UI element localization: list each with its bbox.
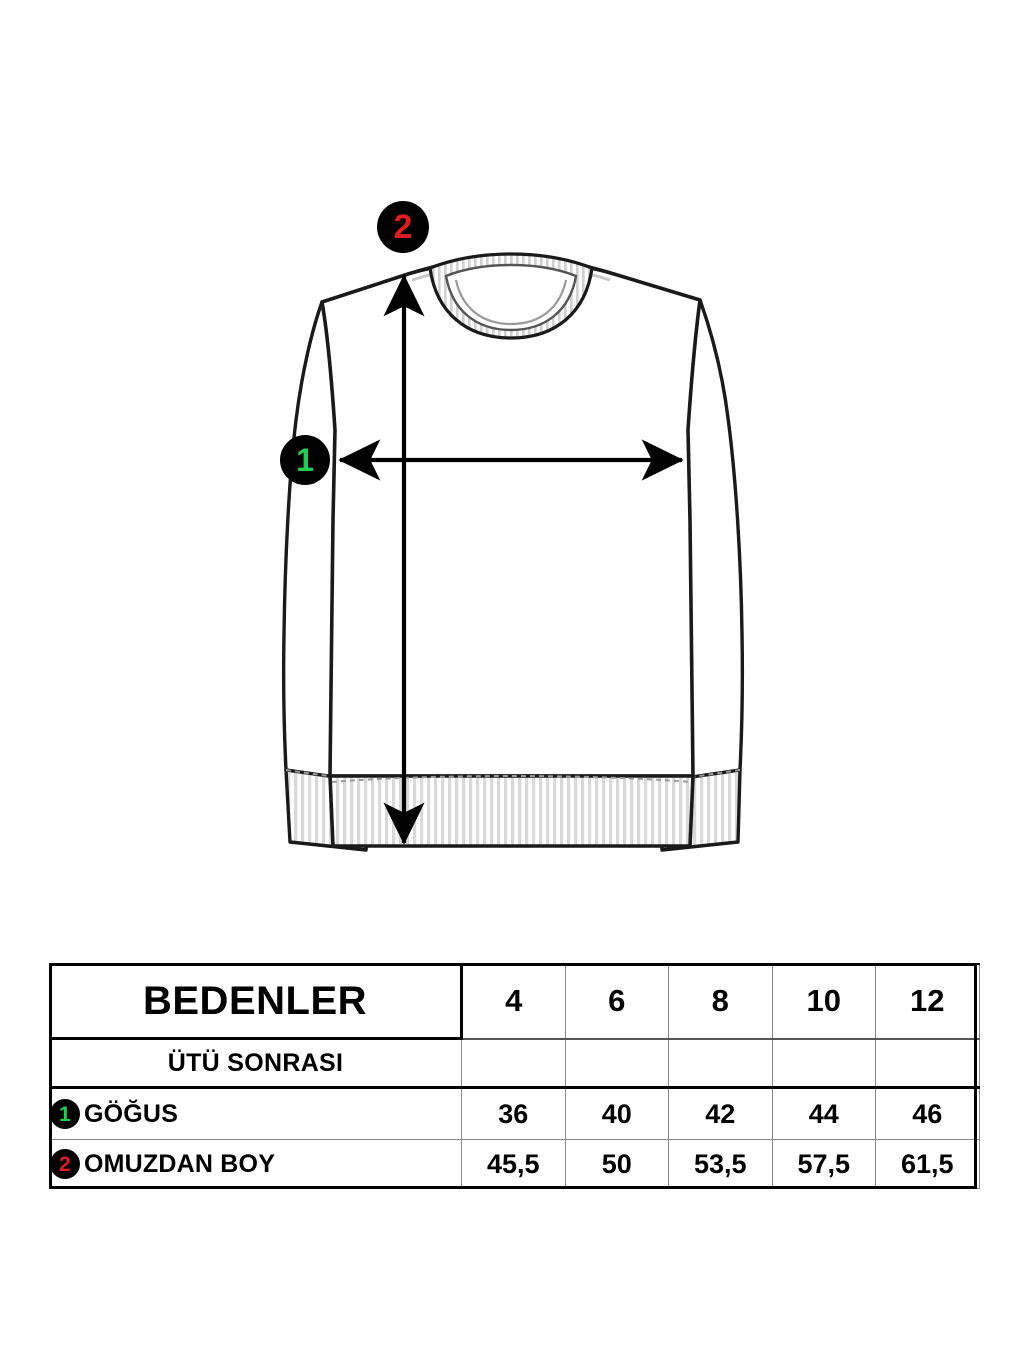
table-row: 2 OMUZDAN BOY 45,5 50 53,5 57,5 61,5 — [49, 1139, 980, 1189]
size-header-cell: 4 — [461, 963, 566, 1040]
table-row: 1 GÖĞUS 36 40 42 44 46 — [49, 1087, 980, 1140]
subtitle-empty-cell — [668, 1038, 773, 1089]
bottom-hem — [328, 774, 695, 848]
size-header-cell: 6 — [564, 963, 669, 1040]
subtitle-empty-cell — [564, 1038, 669, 1089]
measure-value-cell: 42 — [668, 1087, 773, 1140]
size-header-cell: 12 — [875, 963, 980, 1040]
subtitle-empty-cell — [461, 1038, 566, 1089]
badge-1-icon: 1 — [50, 1099, 80, 1129]
measure-value-cell: 44 — [771, 1087, 876, 1140]
table-subtitle-row: ÜTÜ SONRASI — [49, 1038, 980, 1089]
measure-name: GÖĞUS — [84, 1099, 179, 1128]
measure-value-cell: 57,5 — [771, 1139, 876, 1189]
measure-name: OMUZDAN BOY — [84, 1149, 276, 1178]
garment-illustration: 1 2 — [280, 201, 745, 852]
measurement-arrows — [338, 274, 684, 845]
table-header-row: BEDENLER 4 6 8 10 12 — [49, 963, 980, 1040]
measure-label-cell-length: 2 OMUZDAN BOY — [49, 1139, 462, 1189]
measure-value-cell: 53,5 — [668, 1139, 773, 1189]
size-header-cell: 10 — [771, 963, 876, 1040]
header-label-cell: BEDENLER — [49, 963, 463, 1040]
measure-value-cell: 50 — [564, 1139, 669, 1189]
subtitle-empty-cell — [771, 1038, 876, 1089]
subtitle-label-cell: ÜTÜ SONRASI — [49, 1038, 462, 1089]
figure-marker-2: 2 — [377, 201, 429, 253]
badge-2-icon: 2 — [50, 1149, 80, 1179]
collar — [428, 252, 594, 340]
subtitle-empty-cell — [875, 1038, 980, 1089]
measure-value-cell: 61,5 — [875, 1139, 980, 1189]
measure-value-cell: 46 — [875, 1087, 980, 1140]
figure-marker-2-label: 2 — [394, 208, 413, 246]
figure-marker-1: 1 — [280, 435, 330, 485]
figure-marker-1-label: 1 — [296, 442, 314, 478]
size-chart-table-container: BEDENLER 4 6 8 10 12 ÜTÜ SONRASI 1 — [49, 963, 980, 1189]
sweatshirt-technical-drawing: 1 2 — [280, 201, 745, 852]
measure-value-cell: 40 — [564, 1087, 669, 1140]
size-header-cell: 8 — [668, 963, 773, 1040]
size-chart-table: BEDENLER 4 6 8 10 12 ÜTÜ SONRASI 1 — [49, 963, 980, 1189]
measure-value-cell: 36 — [461, 1087, 566, 1140]
measure-value-cell: 45,5 — [461, 1139, 566, 1189]
measure-label-cell-chest: 1 GÖĞUS — [49, 1087, 462, 1140]
